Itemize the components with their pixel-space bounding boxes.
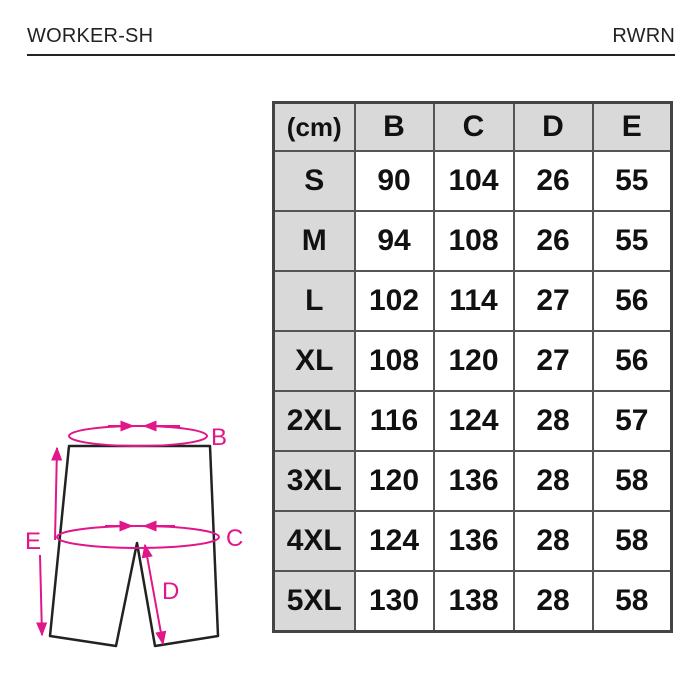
table-row: 4XL 124 136 28 58 <box>272 510 673 572</box>
value-b: 108 <box>353 330 435 392</box>
value-c: 108 <box>432 210 515 272</box>
value-d: 28 <box>512 390 594 452</box>
value-e: 58 <box>591 570 673 633</box>
value-b: 116 <box>353 390 435 452</box>
table-row: XL 108 120 27 56 <box>272 330 673 392</box>
shorts-measurement-diagram: B C D E <box>25 420 243 648</box>
value-c: 136 <box>432 510 515 572</box>
size-label: S <box>272 150 356 212</box>
table-row: L 102 114 27 56 <box>272 270 673 332</box>
value-c: 120 <box>432 330 515 392</box>
table-row: 3XL 120 136 28 58 <box>272 450 673 512</box>
value-e: 58 <box>591 510 673 572</box>
size-label: 4XL <box>272 510 356 572</box>
measure-c-arrow <box>56 520 220 549</box>
column-header-d: D <box>512 101 594 152</box>
value-b: 130 <box>353 570 435 633</box>
label-c: C <box>226 525 243 552</box>
value-d: 26 <box>512 210 594 272</box>
label-d: D <box>162 578 179 605</box>
table-row: 5XL 130 138 28 58 <box>272 570 673 633</box>
table-row: 2XL 116 124 28 57 <box>272 390 673 452</box>
size-chart-table: (cm) B C D E S 90 104 26 55 M 94 108 26 … <box>272 101 673 633</box>
header: WORKER-SH RWRN <box>27 22 675 56</box>
value-e: 57 <box>591 390 673 452</box>
value-b: 102 <box>353 270 435 332</box>
size-label: 3XL <box>272 450 356 512</box>
size-label: 5XL <box>272 570 356 633</box>
value-d: 27 <box>512 330 594 392</box>
label-b: B <box>211 424 227 451</box>
measure-b-arrow <box>68 420 208 447</box>
table-header-row: (cm) B C D E <box>272 101 673 152</box>
table-row: M 94 108 26 55 <box>272 210 673 272</box>
table-row: S 90 104 26 55 <box>272 150 673 212</box>
value-e: 58 <box>591 450 673 512</box>
product-code: WORKER-SH <box>27 25 154 47</box>
measure-e-arrow <box>36 446 63 637</box>
value-e: 56 <box>591 330 673 392</box>
value-e: 56 <box>591 270 673 332</box>
brand-code: RWRN <box>612 25 675 47</box>
value-c: 136 <box>432 450 515 512</box>
column-header-e: E <box>591 101 673 152</box>
value-b: 90 <box>353 150 435 212</box>
value-d: 28 <box>512 570 594 633</box>
value-e: 55 <box>591 150 673 212</box>
value-d: 28 <box>512 510 594 572</box>
value-b: 94 <box>353 210 435 272</box>
value-c: 114 <box>432 270 515 332</box>
unit-header: (cm) <box>272 101 356 152</box>
value-d: 26 <box>512 150 594 212</box>
label-e: E <box>25 528 41 555</box>
value-c: 104 <box>432 150 515 212</box>
value-d: 27 <box>512 270 594 332</box>
value-c: 124 <box>432 390 515 452</box>
value-d: 28 <box>512 450 594 512</box>
value-e: 55 <box>591 210 673 272</box>
size-label: XL <box>272 330 356 392</box>
value-b: 120 <box>353 450 435 512</box>
column-header-c: C <box>432 101 515 152</box>
measure-d-arrow <box>141 543 167 646</box>
size-label: M <box>272 210 356 272</box>
size-label: L <box>272 270 356 332</box>
value-b: 124 <box>353 510 435 572</box>
size-label: 2XL <box>272 390 356 452</box>
value-c: 138 <box>432 570 515 633</box>
column-header-b: B <box>353 101 435 152</box>
